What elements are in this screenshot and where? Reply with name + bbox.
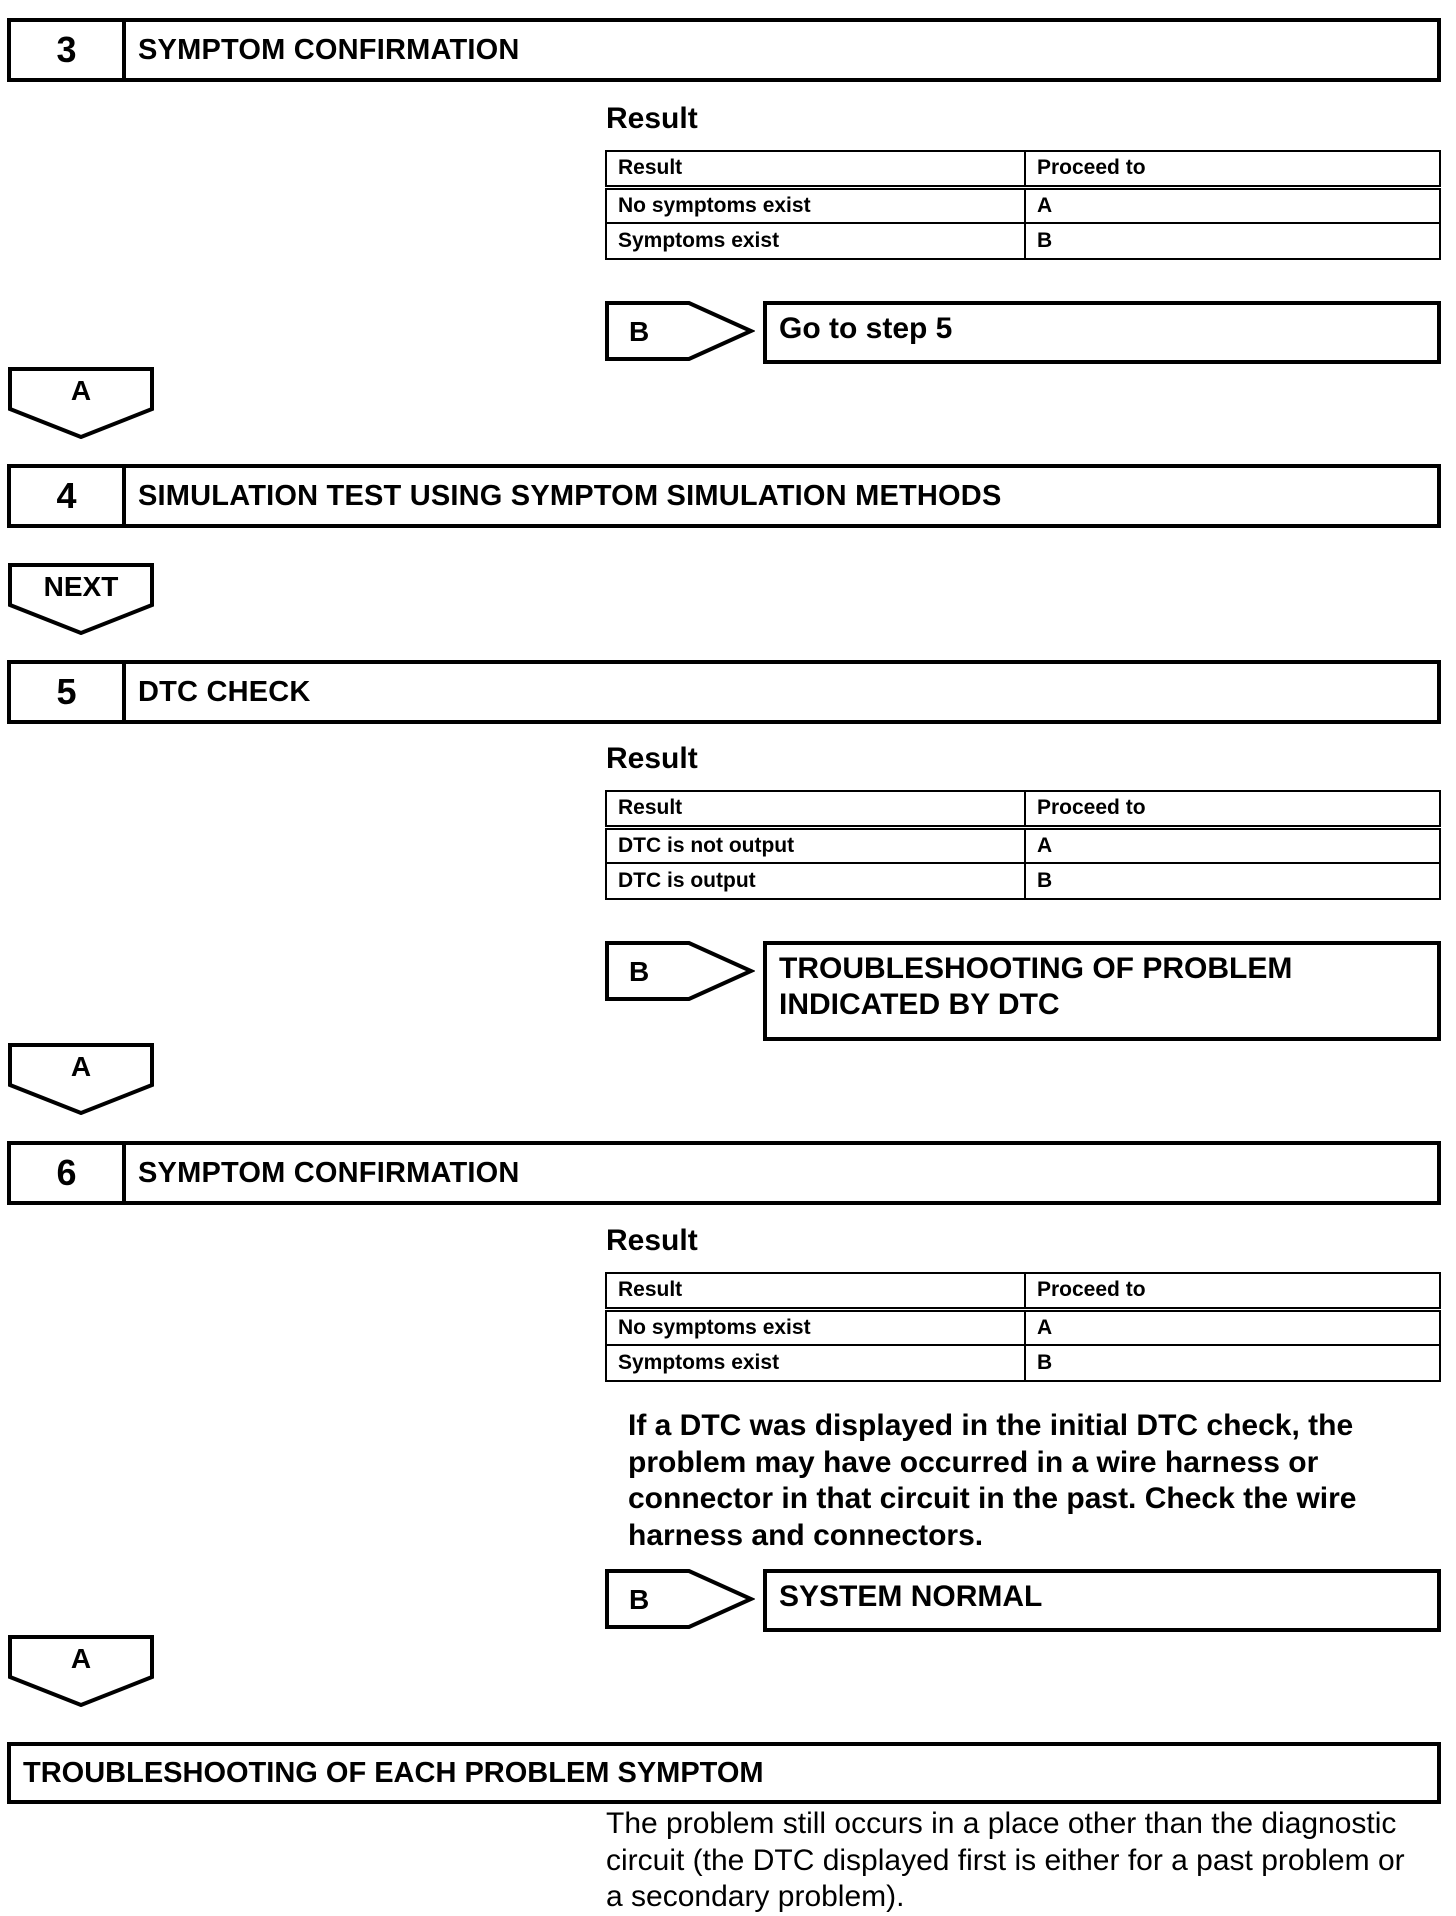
table-row: DTC is not output A	[605, 826, 1441, 864]
branch-b-arrow[interactable]: B	[605, 941, 755, 1001]
final-note: The problem still occurs in a place othe…	[606, 1806, 1446, 1916]
branch-b-label: B	[629, 316, 649, 347]
step-6-number: 6	[11, 1145, 126, 1201]
branch-b-arrow[interactable]: B	[605, 301, 755, 361]
table-header-result: Result	[605, 790, 1026, 830]
note-line: problem may have occurred in a wire harn…	[628, 1445, 1319, 1479]
step-4-number: 4	[11, 468, 126, 524]
table-cell: B	[1024, 1344, 1441, 1382]
destination-text: SYSTEM NORMAL	[779, 1580, 1043, 1613]
note-line: circuit (the DTC displayed first is eith…	[606, 1843, 1405, 1877]
note-line: If a DTC was displayed in the initial DT…	[628, 1409, 1354, 1442]
table-row: No symptoms exist A	[605, 1308, 1441, 1346]
step-3-number: 3	[11, 22, 126, 78]
destination-text-line2: INDICATED BY DTC	[779, 988, 1060, 1021]
table-cell: B	[1024, 222, 1441, 260]
branch-a-label: A	[71, 1643, 91, 1674]
table-header-row: Result Proceed to	[605, 1272, 1441, 1312]
branch-a-arrow[interactable]: A	[8, 1043, 154, 1115]
destination-text: Go to step 5	[779, 312, 953, 345]
branch-a-label: A	[71, 1051, 91, 1082]
step-6-header: 6 SYMPTOM CONFIRMATION	[7, 1141, 1441, 1205]
step-5-number: 5	[11, 664, 126, 720]
branch-b-label: B	[629, 956, 649, 987]
table-header-result: Result	[605, 1272, 1026, 1312]
table-cell: A	[1024, 186, 1441, 224]
final-title: TROUBLESHOOTING OF EACH PROBLEM SYMPTOM	[23, 1756, 764, 1789]
table-header-proceed: Proceed to	[1024, 1272, 1441, 1312]
table-cell: B	[1024, 862, 1441, 900]
note-line: The problem still occurs in a place othe…	[606, 1807, 1397, 1840]
step-4-title: SIMULATION TEST USING SYMPTOM SIMULATION…	[138, 479, 1002, 512]
table-cell: Symptoms exist	[605, 1344, 1026, 1382]
table-row: DTC is output B	[605, 862, 1441, 900]
table-header-proceed: Proceed to	[1024, 790, 1441, 830]
table-cell: DTC is not output	[605, 826, 1026, 864]
step-5-result-table: Result Proceed to DTC is not output A DT…	[605, 790, 1441, 900]
step-3-header: 3 SYMPTOM CONFIRMATION	[7, 18, 1441, 82]
step-6-destination-box: SYSTEM NORMAL	[763, 1569, 1441, 1632]
note-line: harness and connectors.	[628, 1518, 984, 1552]
table-header-row: Result Proceed to	[605, 150, 1441, 190]
table-cell: A	[1024, 1308, 1441, 1346]
table-cell: No symptoms exist	[605, 186, 1026, 224]
step-5-destination-box: TROUBLESHOOTING OF PROBLEM INDICATED BY …	[763, 941, 1441, 1041]
final-header: TROUBLESHOOTING OF EACH PROBLEM SYMPTOM	[7, 1742, 1441, 1804]
branch-b-label: B	[629, 1584, 649, 1615]
branch-a-arrow[interactable]: A	[8, 1635, 154, 1707]
step-5-result-label: Result	[606, 742, 698, 775]
step-6-result-table: Result Proceed to No symptoms exist A Sy…	[605, 1272, 1441, 1382]
table-header-result: Result	[605, 150, 1026, 190]
step-5-title: DTC CHECK	[138, 675, 311, 708]
note-line: a secondary problem).	[606, 1880, 905, 1913]
step-3-result-table: Result Proceed to No symptoms exist A Sy…	[605, 150, 1441, 260]
table-cell: Symptoms exist	[605, 222, 1026, 260]
table-header-row: Result Proceed to	[605, 790, 1441, 830]
table-cell: A	[1024, 826, 1441, 864]
step-3-title: SYMPTOM CONFIRMATION	[138, 33, 520, 66]
step-6-note: If a DTC was displayed in the initial DT…	[628, 1408, 1428, 1554]
next-arrow[interactable]: NEXT	[8, 563, 154, 635]
step-3-destination-box: Go to step 5	[763, 301, 1441, 364]
table-row: No symptoms exist A	[605, 186, 1441, 224]
step-3-result-label: Result	[606, 102, 698, 135]
step-6-title: SYMPTOM CONFIRMATION	[138, 1156, 520, 1189]
destination-text-line1: TROUBLESHOOTING OF PROBLEM	[779, 952, 1293, 985]
branch-b-arrow[interactable]: B	[605, 1569, 755, 1629]
table-row: Symptoms exist B	[605, 1344, 1441, 1382]
branch-a-label: A	[71, 375, 91, 406]
step-4-header: 4 SIMULATION TEST USING SYMPTOM SIMULATI…	[7, 464, 1441, 528]
step-6-result-label: Result	[606, 1224, 698, 1257]
note-line: connector in that circuit in the past. C…	[628, 1482, 1357, 1515]
table-cell: DTC is output	[605, 862, 1026, 900]
table-cell: No symptoms exist	[605, 1308, 1026, 1346]
table-row: Symptoms exist B	[605, 222, 1441, 260]
table-header-proceed: Proceed to	[1024, 150, 1441, 190]
next-label: NEXT	[44, 571, 119, 602]
step-5-header: 5 DTC CHECK	[7, 660, 1441, 724]
branch-a-arrow[interactable]: A	[8, 367, 154, 439]
